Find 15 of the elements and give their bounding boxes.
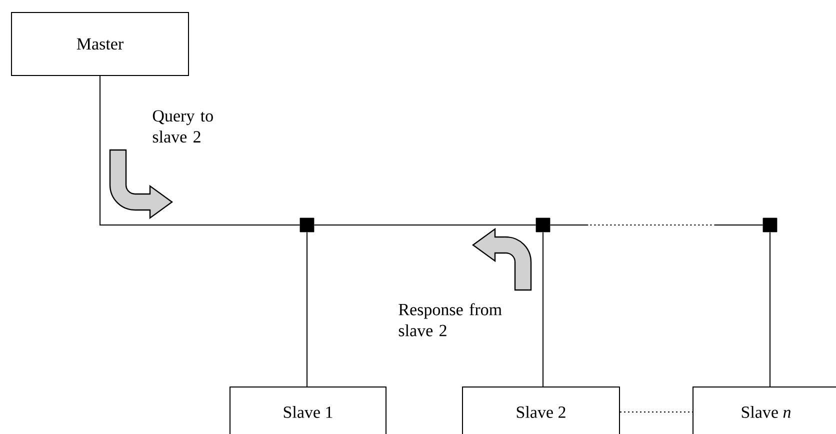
station-box: Slave 1 <box>230 386 386 434</box>
station-box: Slave 2 <box>462 386 620 434</box>
connector-line <box>306 232 308 387</box>
connector-line <box>620 411 693 412</box>
connector-line <box>100 76 300 226</box>
connector-line <box>314 224 536 226</box>
junction-square <box>536 218 550 232</box>
station-box: Master <box>11 12 189 76</box>
connector-line <box>550 224 764 226</box>
connector-line <box>542 232 544 387</box>
junction-square <box>762 218 778 232</box>
junction-square <box>300 218 314 232</box>
annotation-text: Response from slave 2 <box>398 303 502 336</box>
annotation-text: Query to slave 2 <box>152 110 213 143</box>
station-box: Slave n <box>692 386 836 434</box>
